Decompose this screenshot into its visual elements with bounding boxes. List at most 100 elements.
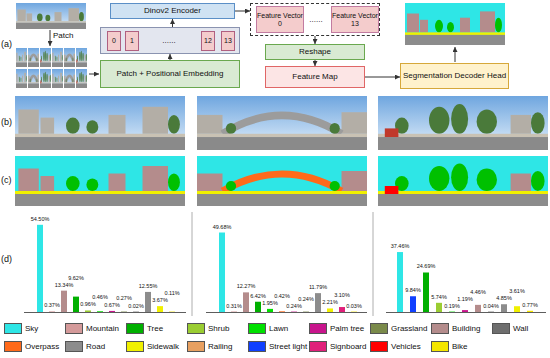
bar-value: 1.19% bbox=[457, 297, 473, 303]
bar-value: 0.24% bbox=[286, 304, 302, 310]
rect-shape bbox=[76, 48, 87, 67]
ellipse-shape bbox=[46, 74, 47, 83]
chart-separator bbox=[373, 212, 374, 316]
bar-value: 9.62% bbox=[68, 276, 84, 282]
arrow-label: Patch bbox=[53, 32, 73, 40]
node-text: Reshape bbox=[299, 48, 331, 57]
legend-swatch bbox=[187, 341, 205, 352]
rect-shape bbox=[40, 80, 42, 83]
legend-text: Lawn bbox=[269, 323, 288, 334]
chart-bar bbox=[291, 311, 297, 312]
node-text: 13 bbox=[224, 37, 232, 45]
chart-baseline bbox=[24, 312, 186, 313]
chart-bar bbox=[303, 311, 309, 312]
panel-letter: (b) bbox=[1, 118, 12, 127]
ellipse-shape bbox=[531, 112, 545, 134]
rect-shape bbox=[16, 82, 27, 83]
legend-swatch bbox=[248, 323, 266, 334]
path-shape bbox=[30, 76, 38, 82]
rect-shape bbox=[197, 96, 367, 150]
bar-value: 24.69% bbox=[417, 264, 436, 270]
ellipse-shape bbox=[495, 18, 502, 33]
legend-text: Grassland bbox=[391, 323, 427, 334]
chart-bar bbox=[339, 307, 345, 312]
rect-shape bbox=[16, 69, 27, 88]
rect-shape bbox=[40, 62, 51, 67]
encoder-box: Dinov2 Encoder bbox=[110, 3, 235, 19]
ellipse-shape bbox=[43, 73, 44, 83]
rect-shape bbox=[16, 21, 86, 23]
legend-swatch bbox=[65, 323, 83, 334]
legend-swatch bbox=[370, 323, 388, 334]
rect-shape bbox=[40, 59, 42, 62]
ellipse-shape bbox=[37, 13, 43, 21]
bar-value: 3.61% bbox=[509, 289, 525, 295]
rect-shape bbox=[342, 112, 368, 134]
legend-text: Building bbox=[452, 323, 480, 334]
chart-bar bbox=[410, 296, 416, 312]
ellipse-shape bbox=[49, 75, 51, 83]
rect-shape bbox=[16, 74, 17, 83]
rect-shape bbox=[40, 61, 51, 62]
ellipse-shape bbox=[85, 75, 87, 83]
chart-bar bbox=[514, 306, 520, 312]
ellipse-shape bbox=[330, 181, 340, 191]
ellipse-shape bbox=[429, 166, 449, 191]
legend-text: Overpass bbox=[25, 341, 59, 352]
rect-shape bbox=[28, 61, 39, 62]
chart-bar bbox=[501, 304, 507, 312]
ellipse-shape bbox=[56, 57, 58, 62]
flow-connector bbox=[172, 19, 173, 27]
path-shape bbox=[223, 115, 342, 133]
rect-shape bbox=[143, 107, 169, 134]
bar-value: 0.27% bbox=[116, 296, 132, 302]
node-text: Patch + Positional Embedding bbox=[117, 70, 224, 79]
rect-shape bbox=[52, 48, 63, 67]
ellipse-shape bbox=[79, 73, 80, 83]
node-text: ...... bbox=[141, 36, 197, 45]
rect-shape bbox=[52, 53, 53, 62]
rect-shape bbox=[58, 55, 59, 62]
legend-text: Sky bbox=[25, 323, 38, 334]
ellipse-shape bbox=[45, 72, 46, 82]
bar-value: 0.24% bbox=[298, 297, 314, 303]
flow-connector bbox=[235, 11, 250, 12]
street-photo bbox=[28, 48, 39, 67]
bar-value: 0.37% bbox=[44, 303, 60, 309]
ellipse-shape bbox=[61, 55, 63, 62]
legend-text: Road bbox=[86, 341, 105, 352]
embedding-box: Patch + Positional Embedding bbox=[100, 60, 240, 88]
rect-shape bbox=[511, 174, 531, 192]
segmentation-map bbox=[378, 156, 548, 206]
legend-text: Railing bbox=[208, 341, 232, 352]
street-photo bbox=[76, 69, 87, 88]
chart-bar bbox=[85, 310, 91, 312]
legend-swatch bbox=[431, 323, 449, 334]
bar-value: 13.34% bbox=[55, 283, 74, 289]
legend-swatch bbox=[492, 323, 510, 334]
bar-value: 49.68% bbox=[213, 225, 232, 231]
ellipse-shape bbox=[65, 58, 67, 62]
chart-bar bbox=[145, 292, 151, 312]
legend-swatch bbox=[248, 341, 266, 352]
street-photo bbox=[15, 96, 185, 150]
rect-shape bbox=[378, 96, 548, 150]
rect-shape bbox=[197, 156, 367, 206]
rect-shape bbox=[49, 76, 50, 83]
ellipse-shape bbox=[168, 115, 180, 134]
rect-shape bbox=[24, 73, 26, 83]
legend-text: Signboard bbox=[330, 341, 366, 352]
rect-shape bbox=[378, 191, 548, 194]
street-photo bbox=[40, 48, 51, 67]
rect-shape bbox=[143, 166, 169, 191]
ellipse-shape bbox=[86, 179, 98, 192]
token-box: 1 bbox=[125, 31, 139, 51]
ellipse-shape bbox=[85, 54, 87, 62]
ellipse-shape bbox=[531, 171, 545, 191]
segmentation-map bbox=[405, 3, 505, 45]
rect-shape bbox=[197, 174, 223, 192]
rect-shape bbox=[55, 12, 62, 21]
legend-text: Bike bbox=[452, 341, 468, 352]
bar-value: 0.67% bbox=[104, 303, 120, 309]
rect-shape bbox=[76, 83, 87, 88]
